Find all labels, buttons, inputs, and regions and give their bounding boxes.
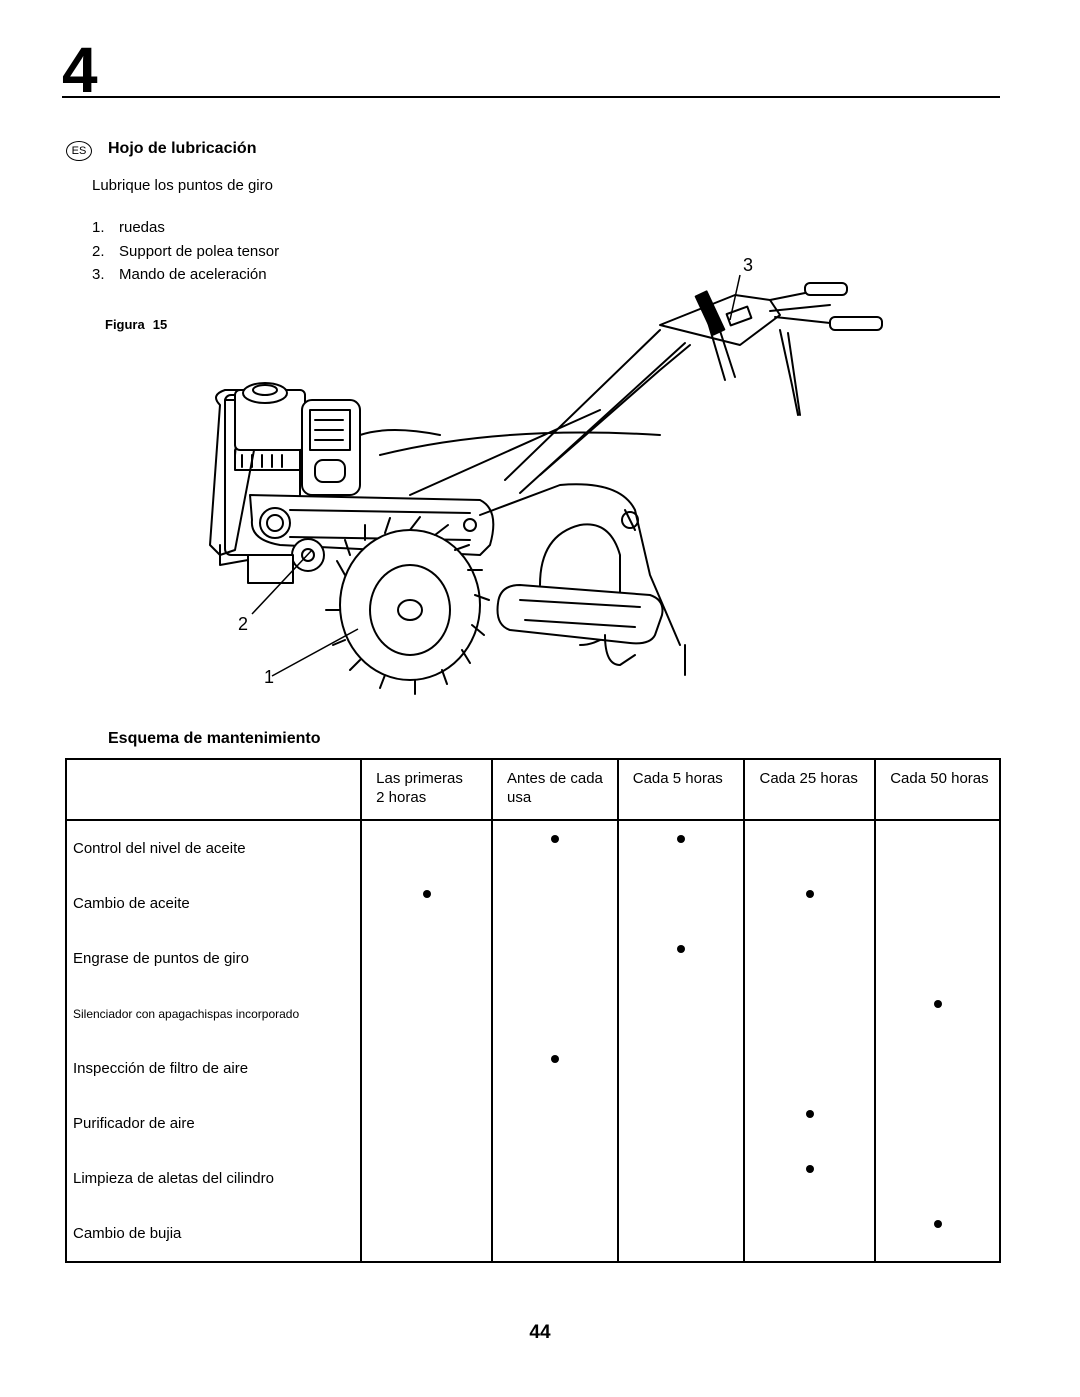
check-dot-icon: [550, 835, 559, 843]
table-row: Limpieza de aletas del cilindro: [64, 1151, 1001, 1206]
callout-3: 3: [743, 255, 754, 275]
figure-label-word: Figura: [105, 317, 145, 332]
chapter-number: 4: [62, 34, 98, 106]
schedule-cell: [874, 931, 1001, 986]
table-row: Cambio de aceite: [64, 876, 1001, 931]
table-row: Inspección de filtro de aire: [64, 1041, 1001, 1096]
section-intro: Lubrique los puntos de giro: [92, 177, 273, 194]
schedule-cell: [490, 876, 619, 931]
column-header: Cada 5 horas: [616, 758, 746, 821]
check-dot-icon: [805, 890, 814, 898]
schedule-cell: [743, 1041, 877, 1096]
list-item: 1. ruedas: [92, 219, 279, 243]
schedule-cell: [616, 819, 746, 876]
schedule-cell: [874, 819, 1001, 876]
check-dot-icon: [805, 1110, 814, 1118]
task-label: Cambio de aceite: [64, 876, 363, 931]
check-dot-icon: [422, 890, 431, 898]
list-item: 2. Support de polea tensor: [92, 243, 279, 267]
table-row: Engrase de puntos de giro: [64, 931, 1001, 986]
table-row: Cambio de bujia: [64, 1206, 1001, 1263]
schedule-cell: [616, 931, 746, 986]
column-header: Cada 25 horas: [743, 758, 877, 821]
schedule-cell: [490, 819, 619, 876]
language-badge: ES: [66, 141, 92, 161]
schedule-cell: [874, 1151, 1001, 1206]
schedule-cell: [360, 1206, 493, 1263]
header-rule: [62, 96, 1000, 98]
schedule-cell: [743, 819, 877, 876]
schedule-cell: [616, 1041, 746, 1096]
schedule-cell: [874, 986, 1001, 1041]
schedule-cell: [743, 986, 877, 1041]
schedule-cell: [490, 1151, 619, 1206]
schedule-cell: [743, 1206, 877, 1263]
task-label: Silenciador con apagachispas incorporado: [64, 986, 363, 1041]
table-row: Silenciador con apagachispas incorporado: [64, 986, 1001, 1041]
maintenance-title: Esquema de mantenimiento: [108, 730, 321, 747]
schedule-cell: [616, 1206, 746, 1263]
schedule-cell: [490, 1096, 619, 1151]
schedule-cell: [360, 819, 493, 876]
schedule-cell: [360, 1096, 493, 1151]
column-header: Cada 50 horas: [874, 758, 1001, 821]
list-number: 2.: [92, 242, 105, 260]
task-label: Cambio de bujia: [64, 1206, 363, 1263]
figure-label: Figura 15: [105, 317, 167, 332]
task-label: Engrase de puntos de giro: [64, 931, 363, 986]
parts-list: 1. ruedas 2. Support de polea tensor 3. Man…: [92, 219, 279, 290]
schedule-cell: [360, 1041, 493, 1096]
schedule-cell: [360, 876, 493, 931]
list-label: Mando de aceleración: [119, 266, 267, 283]
schedule-cell: [743, 876, 877, 931]
check-dot-icon: [933, 1000, 942, 1008]
section-title: Hojo de lubricación: [108, 140, 257, 157]
list-number: 1.: [92, 219, 105, 236]
schedule-cell: [616, 876, 746, 931]
task-label: Control del nivel de aceite: [64, 819, 363, 876]
check-dot-icon: [677, 945, 686, 953]
check-dot-icon: [677, 835, 686, 843]
schedule-cell: [360, 931, 493, 986]
schedule-cell: [616, 1096, 746, 1151]
schedule-cell: [874, 1206, 1001, 1263]
figure-label-number: 15: [152, 317, 168, 332]
check-dot-icon: [933, 1220, 942, 1228]
callout-1: 1: [264, 667, 275, 687]
task-label: Purificador de aire: [64, 1096, 363, 1151]
schedule-cell: [874, 1041, 1001, 1096]
list-item: 3. Mando de aceleración: [92, 266, 279, 290]
schedule-cell: [874, 876, 1001, 931]
list-number: 3.: [92, 266, 105, 283]
tiller-illustration: [209, 282, 883, 695]
schedule-cell: [490, 1041, 619, 1096]
check-dot-icon: [550, 1055, 559, 1063]
schedule-cell: [616, 986, 746, 1041]
task-label: Inspección de filtro de aire: [64, 1041, 363, 1096]
schedule-cell: [743, 1096, 877, 1151]
schedule-cell: [360, 986, 493, 1041]
schedule-cell: [874, 1096, 1001, 1151]
table-row: Control del nivel de aceite: [64, 819, 1001, 876]
schedule-cell: [743, 1151, 877, 1206]
table-header-corner: [64, 758, 363, 821]
schedule-cell: [490, 931, 619, 986]
callout-2: 2: [238, 614, 249, 634]
list-label: Support de polea tensor: [119, 242, 280, 260]
table-row: Purificador de aire: [64, 1096, 1001, 1151]
schedule-cell: [490, 1206, 619, 1263]
task-label: Limpieza de aletas del cilindro: [64, 1151, 363, 1206]
schedule-cell: [490, 986, 619, 1041]
schedule-cell: [616, 1151, 746, 1206]
check-dot-icon: [805, 1165, 814, 1173]
schedule-cell: [360, 1151, 493, 1206]
schedule-cell: [743, 931, 877, 986]
page-number: 44: [529, 1322, 551, 1343]
list-label: ruedas: [119, 219, 165, 236]
